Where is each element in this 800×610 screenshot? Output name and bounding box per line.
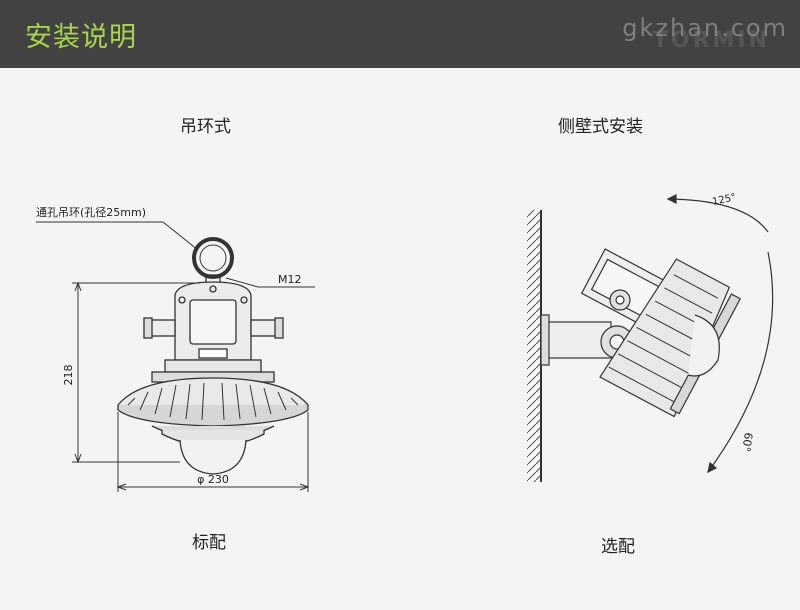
right-heading: 侧壁式安装 — [558, 117, 643, 137]
wall-hatching — [527, 210, 541, 482]
watermark-brand: TORMIN — [652, 28, 770, 53]
tilted-glass-cover — [687, 314, 720, 377]
left-heading: 吊环式 — [180, 117, 231, 137]
right-caption: 选配 — [601, 537, 635, 557]
watermark: gkzhan.com — [622, 14, 788, 42]
height-dimension-label: 218 — [62, 365, 75, 386]
angle-arc-side — [707, 251, 774, 473]
angle-side-label: 60° — [739, 432, 755, 453]
header-bar: 安装说明 TORMIN gkzhan.com — [0, 0, 800, 68]
width-dimension-label: φ 230 — [197, 473, 229, 486]
callout-hole-label: 通孔吊环(孔径25mm) — [36, 206, 146, 219]
pendant-lamp-drawing — [117, 237, 309, 475]
cable-gland-left — [149, 319, 176, 337]
installation-drawing: 通孔吊环(孔径25mm) M12 218 φ 230 — [36, 192, 774, 492]
wall-mount-drawing — [527, 210, 742, 482]
tilted-heatsink — [599, 258, 731, 418]
cable-gland-right — [250, 319, 277, 337]
hanging-ring — [192, 237, 234, 279]
page-title: 安装说明 — [25, 22, 137, 53]
angle-top-label: 125° — [711, 192, 737, 208]
glass-cover — [179, 439, 247, 475]
callout-thread-label: M12 — [278, 273, 302, 286]
angle-arc-top — [667, 198, 769, 233]
left-caption: 标配 — [192, 533, 226, 553]
